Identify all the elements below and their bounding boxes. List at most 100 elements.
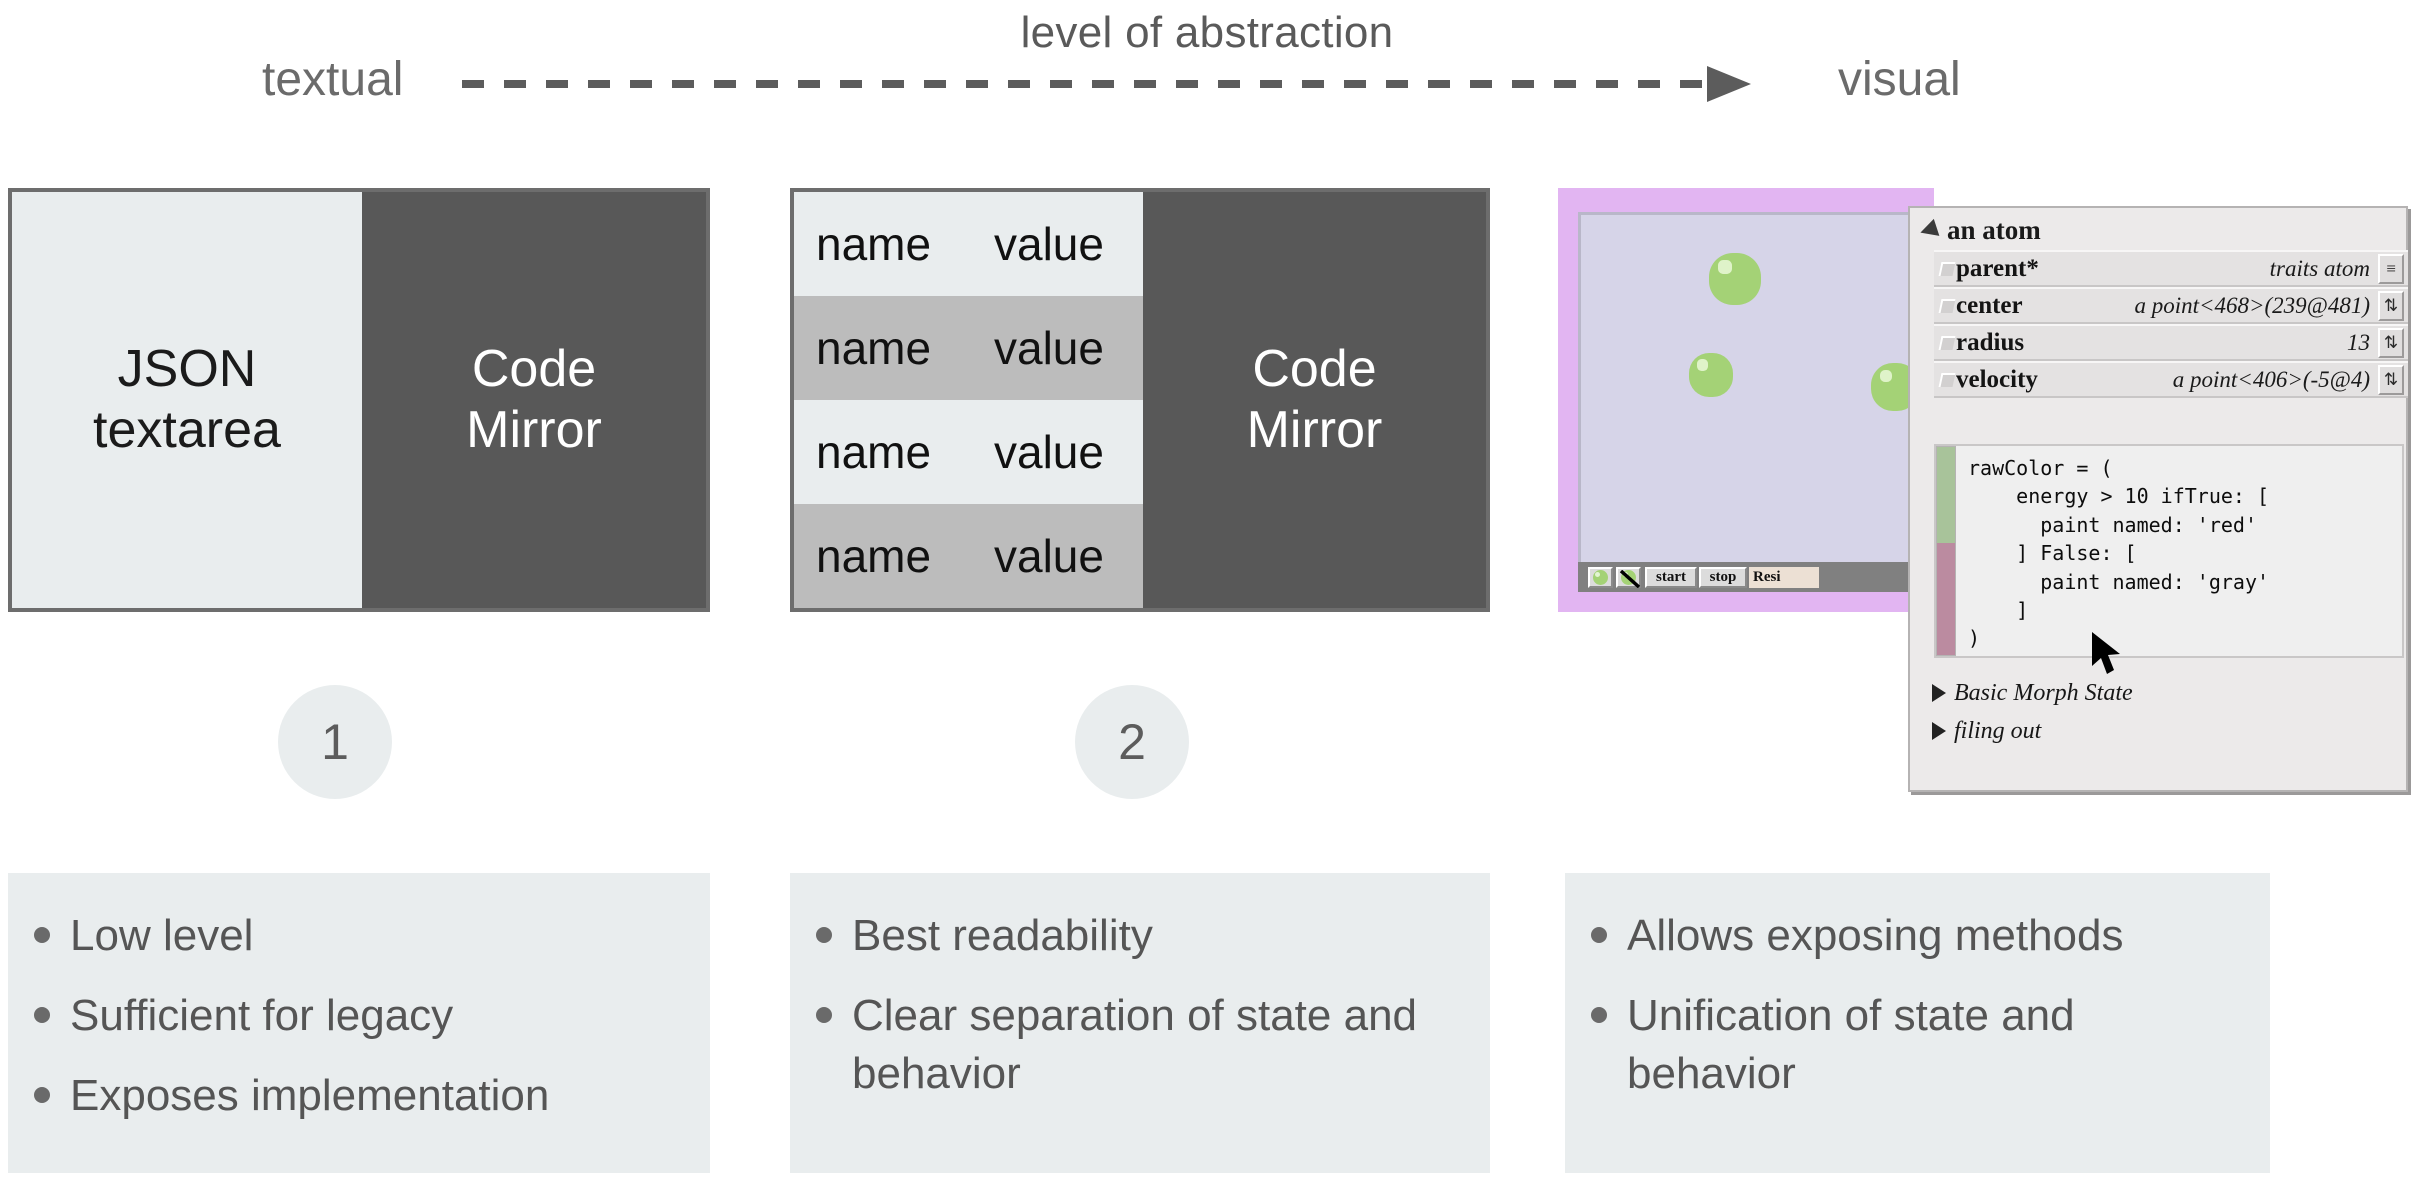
inspector-title-label: an atom — [1947, 214, 2041, 245]
field-corner-icon — [1938, 372, 1956, 387]
json-textarea-line2: textarea — [93, 401, 281, 459]
expand-triangle-icon — [1932, 722, 1946, 740]
code-mirror-pane-1[interactable]: Code Mirror — [362, 192, 706, 608]
list-item-label: Allows exposing methods — [1627, 911, 2124, 960]
field-key: velocity — [1956, 365, 2038, 393]
start-button[interactable]: start — [1645, 567, 1697, 588]
gauge-upper-segment — [1937, 447, 1955, 543]
field-menu-icon[interactable]: ≡ — [2378, 253, 2404, 284]
reset-button[interactable]: Resi — [1749, 567, 1819, 588]
bullet-list: Allows exposing methods Unification of s… — [1591, 907, 2244, 1103]
inspector-field-center[interactable]: center a point<468>(239@481) ⇅ — [1934, 287, 2408, 324]
atom-highlight — [1718, 260, 1732, 274]
table-cell-name: name — [816, 426, 932, 478]
bullet-icon — [816, 927, 832, 943]
dashed-line — [462, 80, 1712, 88]
bullet-icon — [34, 1007, 50, 1024]
bullet-icon — [1591, 1007, 1607, 1024]
field-key: center — [1956, 291, 2023, 319]
code-mirror-pane-2[interactable]: Code Mirror — [1142, 192, 1486, 608]
arrowhead-icon — [1707, 66, 1751, 102]
field-corner-icon — [1938, 298, 1956, 313]
table-row[interactable]: name value — [794, 192, 1143, 296]
axis-label-right: visual — [1838, 53, 1961, 106]
field-stepper-icon[interactable]: ⇅ — [2378, 327, 2404, 358]
step-number-2: 2 — [1075, 685, 1189, 799]
list-item: Sufficient for legacy — [34, 987, 684, 1045]
bullet-icon — [34, 1087, 50, 1104]
panel-morphic-screenshot: start stop Resi — [1558, 188, 1934, 612]
field-value: a point<406>(-5@4) — [2172, 366, 2370, 392]
inspector-field-velocity[interactable]: velocity a point<406>(-5@4) ⇅ — [1934, 361, 2408, 398]
field-stepper-icon[interactable]: ⇅ — [2378, 364, 2404, 395]
energy-gauge — [1936, 446, 1956, 656]
inspector-title: an atom — [1917, 214, 2041, 246]
inspector-section-basic-morph-state[interactable]: Basic Morph State — [1932, 674, 2392, 712]
gauge-lower-segment — [1937, 542, 1955, 655]
mouse-cursor-icon — [2092, 632, 2120, 674]
abstraction-arrow — [462, 66, 1762, 102]
bullet-icon — [34, 927, 50, 943]
inspector-field-list: parent* traits atom ≡ center a point<468… — [1934, 250, 2408, 398]
inspector-field-radius[interactable]: radius 13 ⇅ — [1934, 324, 2408, 361]
table-row[interactable]: name value — [794, 400, 1143, 504]
list-item-label: Low level — [70, 911, 254, 960]
slash-icon — [1619, 570, 1641, 588]
object-inspector-window[interactable]: an atom parent* traits atom ≡ center a p… — [1908, 206, 2408, 792]
squeak-window-frame: start stop Resi — [1558, 188, 1934, 612]
code-mirror-line2: Mirror — [1246, 401, 1383, 459]
add-atom-button[interactable] — [1588, 567, 1613, 588]
list-item-label: Sufficient for legacy — [70, 991, 454, 1041]
table-cell-name: name — [816, 218, 932, 270]
step-number-1: 1 — [278, 685, 392, 799]
bullet-icon — [1591, 927, 1607, 943]
atom-highlight — [1696, 359, 1709, 371]
field-corner-icon — [1938, 335, 1956, 350]
list-item: Unification of state and behavior — [1591, 987, 2244, 1103]
bullet-icon — [816, 1007, 832, 1024]
list-item-label: Exposes implementation — [70, 1071, 550, 1121]
expand-triangle-icon — [1932, 684, 1946, 702]
inspector-field-parent[interactable]: parent* traits atom ≡ — [1934, 250, 2408, 287]
simulation-canvas[interactable] — [1578, 212, 1919, 562]
list-item-label: Clear separation of state and behavior — [852, 991, 1418, 1099]
section-label: Basic Morph State — [1954, 679, 2133, 706]
table-row[interactable]: name value — [794, 296, 1143, 400]
field-key: radius — [1956, 328, 2025, 356]
inspector-footer: Basic Morph State filing out — [1932, 674, 2392, 750]
section-label: filing out — [1954, 717, 2042, 744]
list-item-label: Best readability — [852, 911, 1153, 960]
json-textarea-pane[interactable]: JSON textarea — [12, 192, 362, 608]
remove-atom-button[interactable] — [1616, 567, 1641, 588]
info-box-2: Best readability Clear separation of sta… — [790, 873, 1490, 1173]
table-cell-name: name — [816, 322, 932, 374]
collapse-triangle-icon[interactable] — [1917, 218, 1940, 242]
list-item-label: Unification of state and behavior — [1627, 991, 2075, 1099]
name-value-table: name value name value name value name va… — [794, 192, 1143, 608]
stop-button[interactable]: stop — [1699, 567, 1747, 588]
panel-json-textarea: JSON textarea Code Mirror — [8, 188, 710, 612]
field-corner-icon — [1938, 261, 1956, 276]
code-editor[interactable]: rawColor = ( energy > 10 ifTrue: [ paint… — [1934, 444, 2404, 658]
axis-title: level of abstraction — [1020, 8, 1394, 57]
field-value: a point<468>(239@481) — [2134, 292, 2370, 318]
table-row[interactable]: name value — [794, 504, 1143, 608]
list-item: Clear separation of state and behavior — [816, 987, 1464, 1103]
inspector-section-filing-out[interactable]: filing out — [1932, 712, 2392, 750]
code-mirror-line2: Mirror — [466, 401, 602, 459]
code-mirror-line1: Code — [1252, 339, 1377, 398]
list-item: Allows exposing methods — [1591, 907, 2244, 965]
field-stepper-icon[interactable]: ⇅ — [2378, 290, 2404, 321]
table-cell-value: value — [994, 322, 1104, 374]
info-box-3: Allows exposing methods Unification of s… — [1565, 873, 2270, 1173]
table-cell-value: value — [994, 218, 1104, 270]
list-item: Exposes implementation — [34, 1067, 684, 1125]
panel-name-value-table: name value name value name value name va… — [790, 188, 1490, 612]
atom-morph[interactable] — [1689, 353, 1733, 397]
code-mirror-line1: Code — [471, 339, 597, 398]
info-box-1: Low level Sufficient for legacy Exposes … — [8, 873, 710, 1173]
list-item: Low level — [34, 907, 684, 965]
list-item: Best readability — [816, 907, 1464, 965]
atom-morph[interactable] — [1709, 253, 1761, 305]
